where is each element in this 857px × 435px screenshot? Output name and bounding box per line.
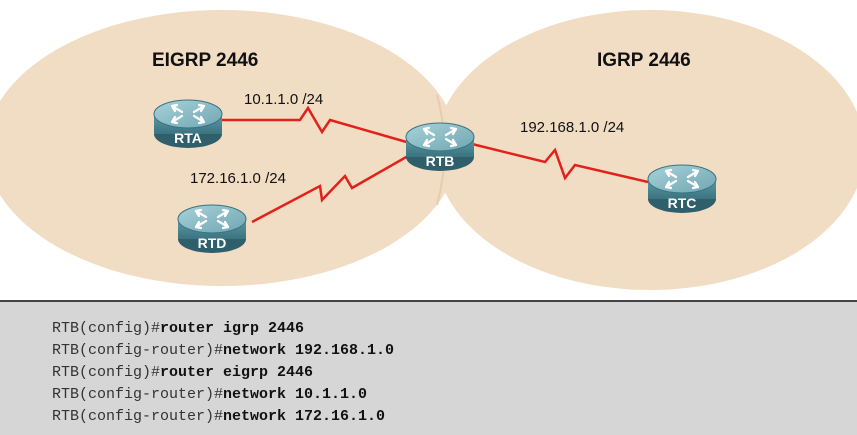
igrp-area-label: IGRP 2446 xyxy=(597,50,691,71)
console-command: network 10.1.1.0 xyxy=(223,386,368,403)
console-command: network 192.168.1.0 xyxy=(223,342,395,359)
console-prompt: RTB(config-router)# xyxy=(52,408,224,425)
link-rta-rtb xyxy=(222,105,411,145)
igrp-area xyxy=(435,10,857,290)
network-diagram: RTA RTB RTC RTD EIGRP 2446 IGRP 2446 10.… xyxy=(0,10,857,290)
console-line: RTB(config)#router igrp 2446 xyxy=(52,320,304,337)
link-rtb-rtc xyxy=(467,141,649,184)
console-line: RTB(config-router)#network 172.16.1.0 xyxy=(52,408,385,425)
console-prompt: RTB(config-router)# xyxy=(52,342,224,359)
eigrp-area-label: EIGRP 2446 xyxy=(152,50,259,71)
console-command: router eigrp 2446 xyxy=(160,364,314,381)
router-label-rtd: RTD xyxy=(198,235,227,251)
console-line: RTB(config)#router eigrp 2446 xyxy=(52,364,313,381)
network-label-10-1-1-0: 10.1.1.0 /24 xyxy=(244,91,324,108)
network-label-172-16-1-0: 172.16.1.0 /24 xyxy=(190,170,286,187)
console-line: RTB(config-router)#network 192.168.1.0 xyxy=(52,342,394,359)
cli-console: RTB(config)#router igrp 2446 RTB(config-… xyxy=(0,300,857,435)
link-rtd-rtb xyxy=(251,150,416,224)
router-label-rtb: RTB xyxy=(426,153,455,169)
eigrp-area xyxy=(0,10,458,286)
console-command: network 172.16.1.0 xyxy=(223,408,386,425)
console-prompt: RTB(config-router)# xyxy=(52,386,224,403)
router-label-rta: RTA xyxy=(174,130,202,146)
console-prompt: RTB(config)# xyxy=(52,320,161,337)
console-line: RTB(config-router)#network 10.1.1.0 xyxy=(52,386,367,403)
console-command: router igrp 2446 xyxy=(160,320,305,337)
network-label-192-168-1-0: 192.168.1.0 /24 xyxy=(520,119,625,136)
topology-svg: RTA RTB RTC RTD xyxy=(0,10,857,290)
router-label-rtc: RTC xyxy=(668,195,697,211)
console-prompt: RTB(config)# xyxy=(52,364,161,381)
